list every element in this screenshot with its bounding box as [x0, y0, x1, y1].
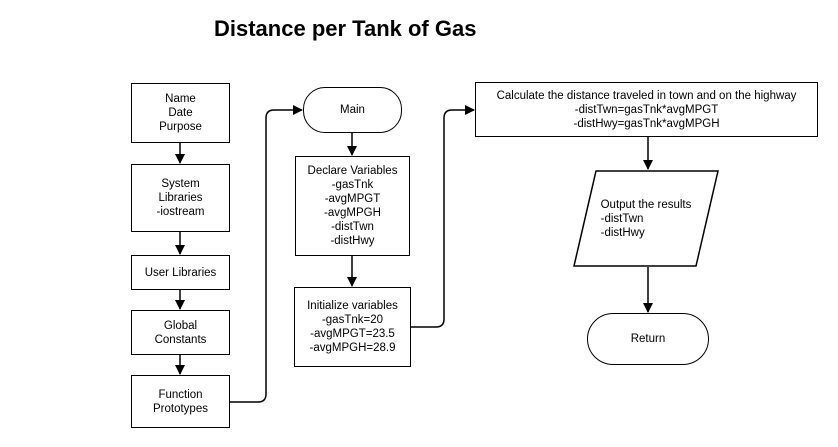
arrow-init-to-calculate	[411, 105, 475, 328]
node-text-line: Name	[165, 93, 196, 105]
node-text-line: Date	[168, 107, 193, 119]
node-text-line: -distHwy=gasTnk*avgMPGH	[573, 117, 720, 130]
node-text-line: Purpose	[159, 121, 202, 133]
declare-variables-box: Declare Variables -gasTnk -avgMPGT -avgMPGH…	[295, 156, 410, 256]
node-text-line: -distTwn	[331, 221, 374, 233]
calculate-distance-box: Calculate the distance traveled in town …	[475, 82, 818, 137]
node-text-line: Global	[163, 319, 198, 332]
return-terminal-text: Return	[631, 332, 666, 346]
node-text-line: -avgMPGT=23.5	[310, 328, 395, 340]
node-text-line: -avgMPGH=28.9	[309, 342, 396, 354]
node-text-line: -avgMPGH	[324, 207, 381, 219]
main-terminal-text: Main	[340, 103, 365, 117]
arrow-function-to-main	[230, 105, 303, 403]
return-terminal: Return	[587, 313, 709, 365]
main-terminal: Main	[303, 87, 402, 133]
node-text-line: Prototypes	[153, 402, 208, 415]
node-text-line: Declare Variables	[307, 165, 398, 177]
node-text-line: -distHwy	[600, 226, 645, 239]
initialize-variables-box: Initialize variables -gasTnk=20 -avgMPGT=2…	[294, 287, 411, 367]
calculate-distance-text: Calculate the distance traveled in town …	[497, 89, 797, 131]
declare-variables-text: Declare Variables -gasTnk -avgMPGT -avgMPGH…	[308, 164, 398, 248]
node-text-line: -gasTnk	[331, 179, 374, 191]
node-text-line: Main	[340, 104, 365, 116]
diagram-title: Distance per Tank of Gas	[214, 16, 477, 41]
node-text-line: Libraries	[158, 192, 203, 204]
node-text-line: Return	[630, 333, 666, 345]
output-results-parallelogram: Output the results-distTwn-distHwy	[572, 170, 720, 267]
node-text-line: -gasTnk=20	[321, 314, 384, 326]
user-libraries-box: User Libraries	[131, 255, 230, 290]
node-text-line: Initialize variables	[307, 300, 398, 312]
user-libraries-text: User Libraries	[145, 266, 217, 280]
node-text-line: System	[161, 178, 200, 190]
node-text-line: -avgMPGT	[324, 193, 381, 205]
node-text-line: -iostream	[156, 206, 205, 218]
initialize-variables-text: Initialize variables -gasTnk=20 -avgMPGT=2…	[307, 299, 398, 355]
parallelogram-shape	[573, 170, 719, 267]
node-text-line: -distHwy	[330, 235, 375, 247]
node-text-line: Output the results	[600, 198, 692, 211]
node-text-line: Constants	[154, 333, 207, 346]
node-text-line: Calculate the distance traveled in town …	[496, 89, 797, 102]
node-text-line: User Libraries	[144, 266, 217, 279]
node-text-line: -distTwn	[600, 212, 644, 225]
node-text-line: Function	[158, 388, 203, 401]
output-results-text: Output the results-distTwn-distHwy	[601, 198, 692, 240]
node-text-line: -distTwn=gasTnk*avgMPGT	[574, 103, 719, 116]
